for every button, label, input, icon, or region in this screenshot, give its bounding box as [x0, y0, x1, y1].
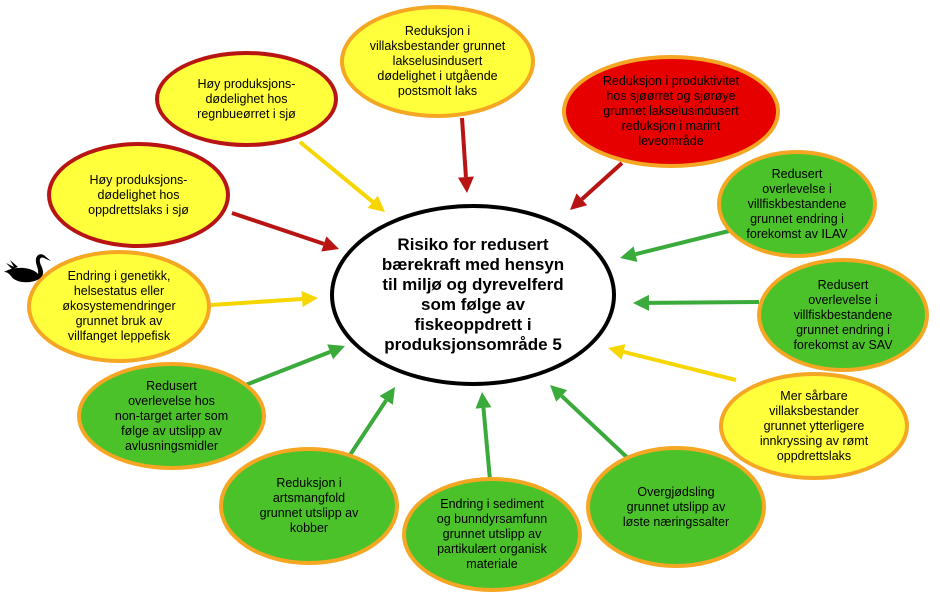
- arrow-line-10: [231, 211, 325, 246]
- node-text: Redusert overlevelse i villfiskbestanden…: [746, 166, 848, 241]
- center-node-text: Risiko for redusert bærekraft med hensyn…: [381, 235, 565, 354]
- node-text: Høy produksjons- dødelighet hos regnbueø…: [197, 76, 296, 121]
- arrow-line-9: [210, 297, 303, 307]
- node-non-target-arter: Redusert overlevelse hos non-target arte…: [77, 362, 266, 470]
- node-regnbueorret-dodelighet: Høy produksjons- dødelighet hos regnbueø…: [155, 51, 338, 147]
- node-text: Reduksjon i artsmangfold grunnet utslipp…: [259, 476, 359, 535]
- node-text: Endring i sediment og bunndyrsamfunn gru…: [436, 497, 548, 571]
- node-text: Redusert overlevelse i villfiskbestanden…: [793, 277, 893, 352]
- arrow-head-10: [321, 236, 339, 252]
- node-leppefisk: Endring i genetikk, helsestatus eller øk…: [27, 250, 211, 363]
- arrow-line-4: [623, 349, 737, 382]
- arrow-head-3: [633, 294, 650, 311]
- black-swan-icon: [4, 254, 51, 283]
- node-sediment-bunndyr: Endring i sediment og bunndyrsamfunn gru…: [402, 477, 582, 592]
- node-text: Høy produksjons- dødelighet hos oppdrett…: [88, 172, 189, 217]
- arrow-line-3: [648, 300, 760, 305]
- node-sjoorret-produktivitet: Reduksjon i produktivitet hos sjøørret o…: [562, 55, 780, 168]
- arrow-head-11: [367, 195, 385, 212]
- node-ilav: Redusert overlevelse i villfiskbestanden…: [717, 150, 877, 258]
- arrow-head-1: [570, 193, 588, 210]
- arrow-line-0: [460, 117, 468, 178]
- arrow-head-8: [327, 344, 345, 360]
- center-node: Risiko for redusert bærekraft med hensyn…: [330, 204, 616, 386]
- arrow-line-7: [348, 399, 388, 457]
- node-text: Overgjødsling grunnet utslipp av løste n…: [622, 484, 730, 529]
- arrow-head-2: [620, 246, 638, 262]
- arrow-head-7: [379, 387, 395, 405]
- node-villaks-lakselus: Reduksjon i villaksbestander grunnet lak…: [340, 5, 535, 118]
- node-text: Redusert overlevelse hos non-target arte…: [114, 378, 229, 453]
- arrow-head-0: [457, 176, 474, 193]
- arrow-line-1: [580, 161, 624, 201]
- arrow-line-2: [635, 229, 730, 257]
- node-artsmangfold-kobber: Reduksjon i artsmangfold grunnet utslipp…: [219, 447, 399, 565]
- arrow-head-5: [550, 385, 568, 402]
- node-oppdrettslaks-dodelighet: Høy produksjons- dødelighet hos oppdrett…: [47, 142, 230, 248]
- node-overgjodsling: Overgjødsling grunnet utslipp av løste n…: [586, 446, 766, 568]
- node-text: Endring i genetikk, helsestatus eller øk…: [62, 269, 176, 343]
- arrow-line-8: [242, 349, 331, 388]
- node-text: Mer sårbare villaksbestander grunnet ytt…: [759, 388, 869, 463]
- node-romt-oppdrettslaks: Mer sårbare villaksbestander grunnet ytt…: [719, 372, 909, 480]
- arrow-line-11: [298, 140, 374, 204]
- node-text: Reduksjon i villaksbestander grunnet lak…: [369, 24, 506, 98]
- arrow-line-5: [560, 394, 635, 465]
- node-text: Reduksjon i produktivitet hos sjøørret o…: [602, 74, 740, 148]
- node-sav: Redusert overlevelse i villfiskbestanden…: [757, 258, 929, 372]
- arrow-head-9: [301, 291, 318, 308]
- arrow-head-6: [475, 392, 492, 409]
- arrow-line-6: [481, 407, 492, 481]
- arrow-head-4: [608, 344, 626, 360]
